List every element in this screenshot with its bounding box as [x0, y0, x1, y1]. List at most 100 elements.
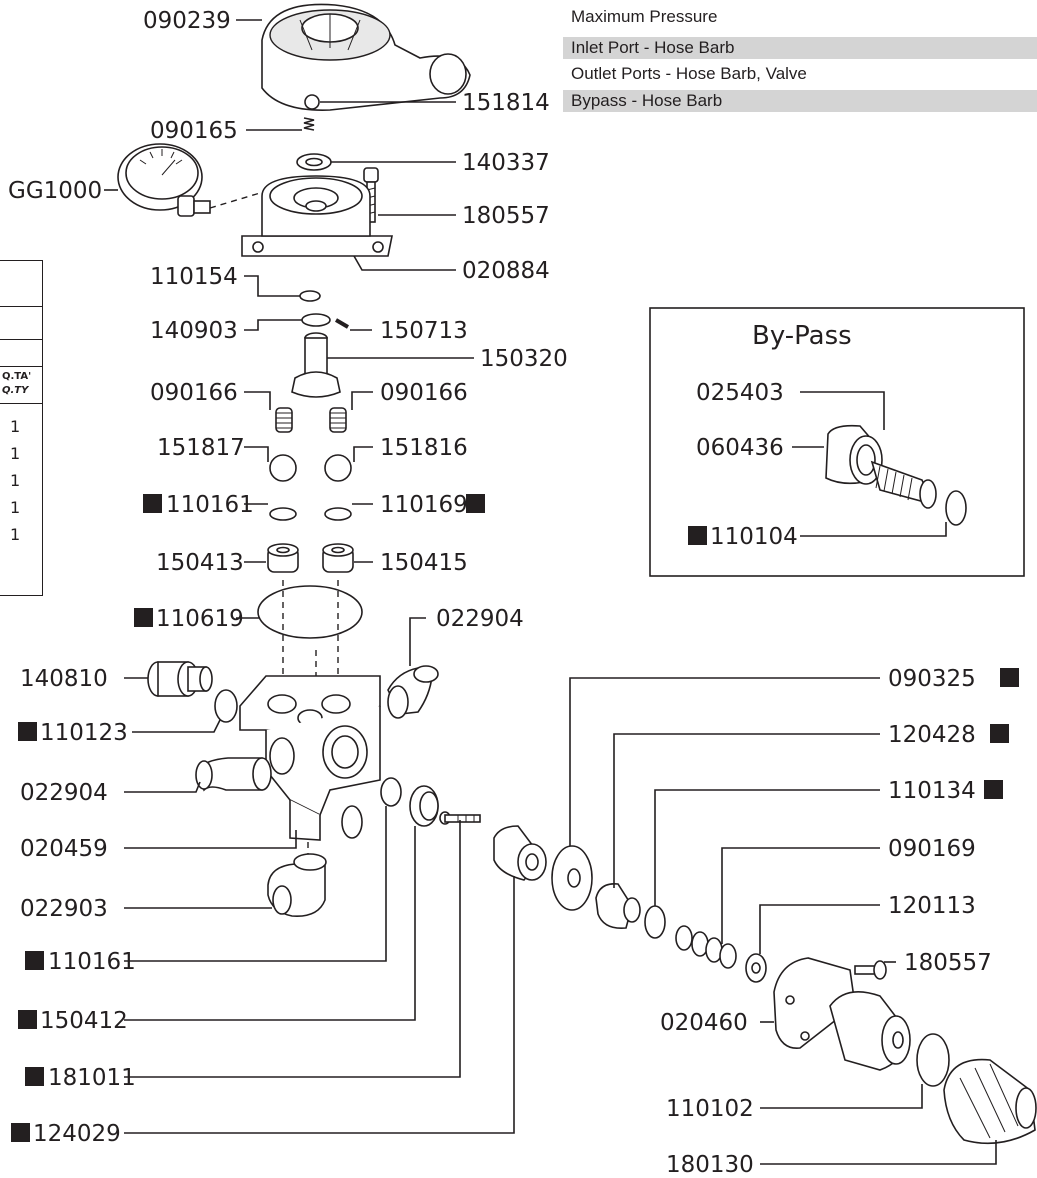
spec-row-bypass: Bypass - Hose Barb	[563, 90, 1037, 112]
part-gg1000-gauge	[117, 143, 211, 217]
label-090165: 090165	[150, 118, 238, 144]
label-151814: 151814	[462, 90, 550, 116]
label-140810: 140810	[20, 666, 108, 692]
label-110619: 110619	[156, 606, 244, 632]
spec-row-max-pressure: Maximum Pressure	[571, 7, 718, 26]
assembly-line	[282, 580, 339, 860]
part-150713-pin	[334, 318, 350, 329]
part-180557-screw-lower	[854, 960, 887, 980]
part-181011-screw	[439, 811, 481, 825]
label-181011: 181011	[48, 1065, 136, 1091]
kit-marker	[984, 780, 1003, 799]
label-060436: 060436	[696, 435, 784, 461]
part-110619-oring	[257, 585, 363, 639]
assembly-line	[209, 189, 271, 209]
qty-value: 1	[10, 417, 21, 436]
part-140337-washer-hole	[305, 157, 323, 167]
kit-marker	[18, 722, 37, 741]
label-151816: 151816	[380, 435, 468, 461]
table-divider	[0, 306, 43, 307]
part-110104-oring	[945, 490, 967, 526]
label-150713: 150713	[380, 318, 468, 344]
part-110161-oring	[269, 507, 297, 521]
label-110154: 110154	[150, 264, 238, 290]
qty-header-it: Q.TA'	[2, 371, 32, 382]
table-divider	[0, 339, 43, 340]
kit-marker	[134, 608, 153, 627]
kit-marker	[990, 724, 1009, 743]
qty-header-en: Q.TY	[2, 385, 29, 396]
label-140903: 140903	[150, 318, 238, 344]
label-110134: 110134	[888, 778, 976, 804]
kit-marker	[466, 494, 485, 513]
part-090166-spring-right	[329, 407, 347, 433]
kit-marker	[1000, 668, 1019, 687]
part-110161-oring-side	[380, 777, 402, 807]
label-150415: 150415	[380, 550, 468, 576]
part-110169-oring	[324, 507, 352, 521]
quantity-table: Q.TA' Q.TY 1 1 1 1 1	[0, 260, 43, 596]
part-060436-nut	[825, 424, 883, 485]
spec-row-inlet-port: Inlet Port - Hose Barb	[563, 37, 1037, 59]
label-090169: 090169	[888, 836, 976, 862]
qty-value: 1	[10, 525, 21, 544]
table-divider	[0, 366, 43, 367]
kit-marker	[143, 494, 162, 513]
part-151816-ball	[324, 454, 352, 482]
part-020459-manifold	[239, 675, 381, 841]
kit-marker	[18, 1010, 37, 1029]
label-110161-top: 110161	[166, 492, 254, 518]
spec-row-outlet-ports: Outlet Ports - Hose Barb, Valve	[571, 64, 807, 83]
part-110123-oring	[214, 689, 238, 723]
part-020884-head-plate	[241, 175, 393, 257]
label-150413: 150413	[156, 550, 244, 576]
label-180130: 180130	[666, 1152, 754, 1178]
label-120428: 120428	[888, 722, 976, 748]
label-140337: 140337	[462, 150, 550, 176]
part-140810-fitting	[147, 661, 213, 697]
part-180130-knob	[943, 1058, 1037, 1145]
kit-markers	[11, 494, 1019, 1142]
part-140903-oring	[301, 313, 331, 327]
part-180557-screw	[363, 167, 379, 223]
label-180557-top: 180557	[462, 203, 550, 229]
part-110154-oring	[299, 290, 321, 302]
part-020460-housing	[773, 957, 911, 1071]
part-labels: 090239 151814 090165 140337 GG1000 18055…	[8, 8, 992, 1178]
part-025403-hose-barb	[870, 460, 937, 509]
part-110102-oring	[916, 1033, 950, 1087]
part-151817-ball	[269, 454, 297, 482]
part-090166-spring-left	[275, 407, 293, 433]
part-090239-handle	[261, 3, 471, 111]
part-090325-washer	[551, 845, 593, 911]
part-150320-piston	[291, 332, 341, 398]
label-022904-lower: 022904	[20, 780, 108, 806]
part-124029-cylinder	[493, 825, 547, 881]
label-022903: 022903	[20, 896, 108, 922]
label-110102: 110102	[666, 1096, 754, 1122]
part-022904-elbow-upper	[387, 665, 439, 719]
label-124029: 124029	[33, 1121, 121, 1147]
leader-lines	[104, 19, 997, 1165]
qty-value: 1	[10, 498, 21, 517]
label-025403: 025403	[696, 380, 784, 406]
part-090165-spring	[303, 117, 315, 131]
table-divider	[0, 403, 43, 404]
label-151817: 151817	[157, 435, 245, 461]
label-090166-left: 090166	[150, 380, 238, 406]
label-090239: 090239	[143, 8, 231, 34]
part-022903-elbow	[267, 853, 327, 917]
bypass-title: By-Pass	[752, 321, 852, 351]
label-110123: 110123	[40, 720, 128, 746]
label-090166-right: 090166	[380, 380, 468, 406]
label-150412: 150412	[40, 1008, 128, 1034]
part-150413-seat	[267, 543, 299, 573]
label-110104: 110104	[710, 524, 798, 550]
label-022904-upper: 022904	[436, 606, 524, 632]
label-090325: 090325	[888, 666, 976, 692]
part-150412-seal	[409, 785, 439, 827]
label-110161-side: 110161	[48, 949, 136, 975]
part-110134-oring	[644, 905, 666, 939]
part-120428-valve	[595, 882, 641, 930]
